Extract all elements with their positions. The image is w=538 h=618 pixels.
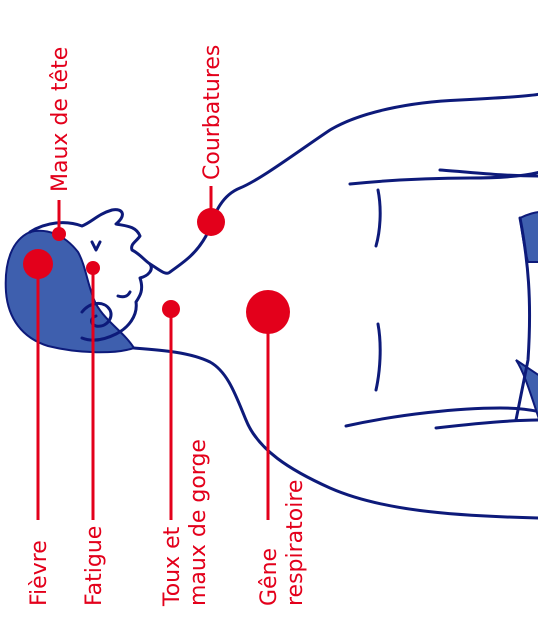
- chest-left-contour: [376, 324, 380, 390]
- label-toux-line2: maux de gorge: [186, 439, 211, 606]
- collar-bottom-line: [346, 408, 538, 426]
- label-maux-de-tete: Maux de tête: [48, 47, 73, 192]
- armpit-left-line: [440, 170, 538, 176]
- label-fievre: Fièvre: [27, 540, 52, 606]
- label-gene-line2: respiratoire: [283, 480, 308, 606]
- armpit-right-line: [436, 420, 538, 428]
- label-courbatures: Courbatures: [200, 45, 225, 180]
- label-fatigue: Fatigue: [82, 526, 107, 606]
- chest-right-contour: [376, 190, 380, 246]
- eye-icon: [92, 242, 100, 250]
- mouth-line: [118, 292, 130, 297]
- label-toux-line1: Toux et: [160, 526, 185, 607]
- label-gene-line1: Gêne: [257, 548, 282, 606]
